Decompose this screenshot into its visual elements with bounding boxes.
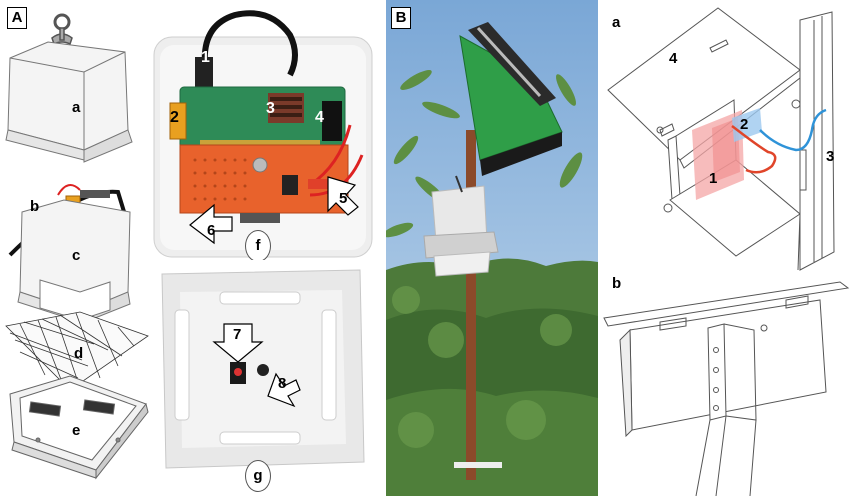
panel-a-tag: A [7, 7, 27, 29]
part-e-label: e [72, 422, 81, 439]
photo-f-electronics: 1 2 3 4 5 6 f [150, 5, 378, 260]
callout-6: 6 [207, 222, 216, 239]
mount-line-drawings [603, 7, 850, 496]
electronics-photo [150, 5, 378, 260]
callout-8: 8 [278, 375, 287, 392]
part-3-label: 3 [826, 148, 835, 165]
callout-1: 1 [201, 49, 210, 66]
drawing-b-label: b [612, 275, 622, 292]
drawing-a-label: a [612, 14, 621, 31]
photo-f-label: f [245, 230, 271, 260]
callout-7: 7 [233, 326, 242, 343]
photo-g-interior: 7 8 g [150, 262, 378, 496]
part-b-label: b [30, 198, 40, 215]
panel-b-field-photo: B [386, 0, 598, 496]
panel-right-drawings: a 1 2 3 4 b [600, 0, 850, 496]
part-4-label: 4 [669, 50, 678, 67]
panel-b-tag: B [391, 7, 411, 29]
callout-4: 4 [315, 109, 324, 126]
panel-a-drawing: A a b c d e [0, 0, 150, 496]
interior-photo [150, 262, 378, 496]
callout-2: 2 [170, 109, 179, 126]
part-c-label: c [72, 247, 81, 264]
part-1-label: 1 [709, 170, 718, 187]
field-photo [386, 0, 598, 496]
trap-exploded-drawing [5, 13, 149, 480]
photo-g-label: g [245, 460, 271, 492]
part-2-label: 2 [740, 116, 749, 133]
part-a-label: a [72, 99, 81, 116]
callout-3: 3 [266, 100, 275, 117]
callout-arrows-f [189, 176, 359, 245]
part-d-label: d [74, 345, 84, 362]
callout-5: 5 [339, 190, 348, 207]
